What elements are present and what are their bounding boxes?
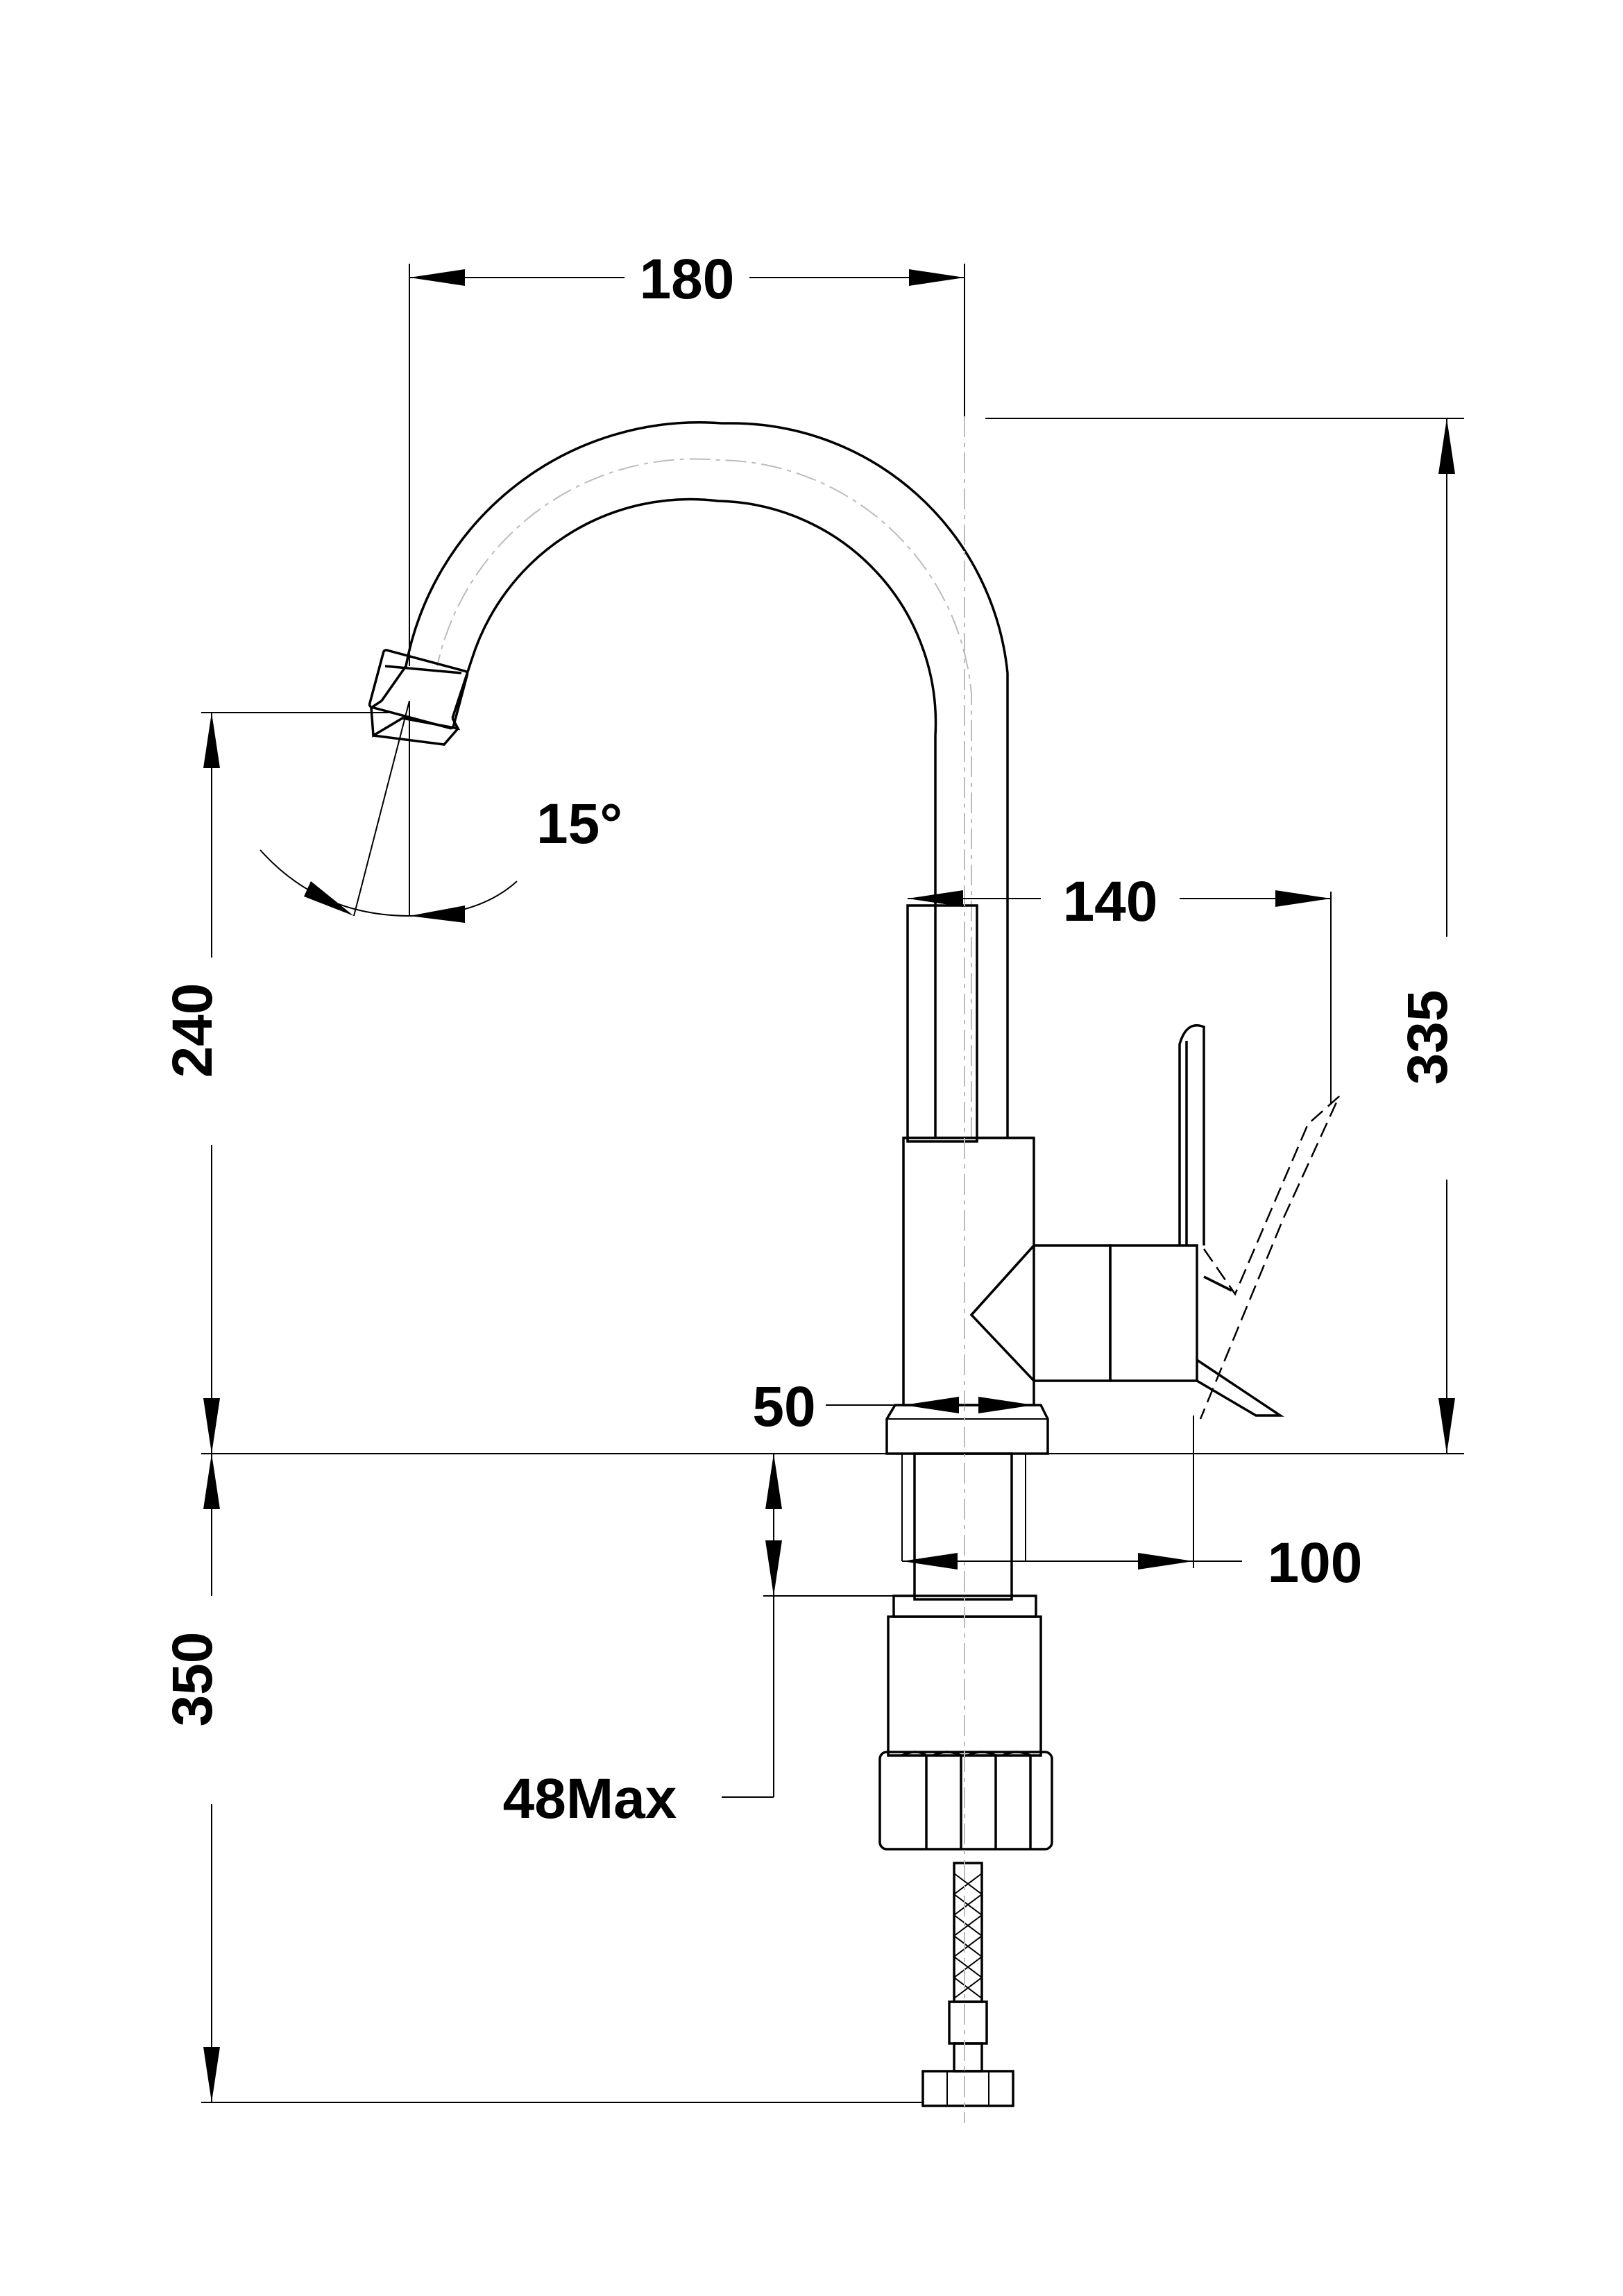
dimension-50-label: 50 <box>752 1375 815 1438</box>
handle-grip <box>1196 1359 1284 1417</box>
threaded-shank <box>913 1452 1013 1601</box>
dimension-180-label: 180 <box>640 248 735 311</box>
dimension-140-label: 140 <box>1063 870 1158 933</box>
dimension-15-degrees: 15° <box>260 700 622 923</box>
dimension-48max: 48Max <box>503 1454 894 1830</box>
cartridge-housing <box>969 1244 1112 1382</box>
cartridge-cap <box>1109 1244 1198 1382</box>
braided-hose <box>921 1862 1014 2107</box>
dimension-335: 335 <box>1396 418 1459 1454</box>
mounting-assembly <box>878 1452 1053 2107</box>
dimension-335-label: 335 <box>1396 990 1459 1085</box>
dimension-180: 180 <box>409 248 965 666</box>
fixing-nut-ring <box>878 1751 1053 1851</box>
faucet-column <box>906 904 978 1143</box>
mixer-body <box>902 1137 1035 1406</box>
nut-grooves <box>901 1751 1032 1849</box>
handle-lever <box>1178 1024 1205 1245</box>
dimension-140: 140 <box>908 870 1332 1103</box>
spout-outer-curve <box>380 421 1009 1138</box>
dimension-48max-label: 48Max <box>503 1767 677 1830</box>
dimension-100-label: 100 <box>1268 1531 1363 1595</box>
dimension-350: 350 <box>161 1454 224 2102</box>
hose-connector-nut <box>921 2070 1014 2107</box>
dimension-350-label: 350 <box>161 1632 224 1727</box>
base-flange <box>885 1404 1049 1455</box>
spout-tip <box>368 649 469 730</box>
spout-inner-curve <box>451 498 937 1138</box>
dimension-240: 240 <box>161 713 224 1454</box>
dimension-15-label: 15° <box>536 792 622 856</box>
spout-nozzle <box>370 665 462 746</box>
dimension-50: 50 <box>752 1375 1041 1438</box>
faucet-body <box>368 421 1341 1455</box>
dimension-240-label: 240 <box>161 983 224 1078</box>
dimension-100: 100 <box>902 1415 1362 1595</box>
handle-rotated-position <box>1199 1096 1341 1420</box>
spout-centerline <box>436 458 972 1138</box>
